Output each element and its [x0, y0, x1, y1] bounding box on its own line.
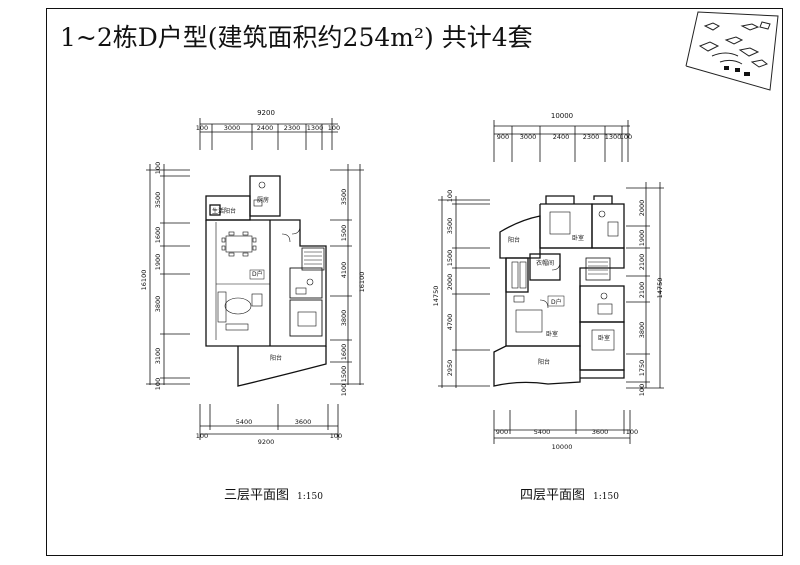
p4-right-dim: 100	[638, 384, 646, 396]
p4-top-total: 10000	[551, 112, 573, 120]
p3-top-dim: 100	[196, 124, 208, 132]
p3-top-dim: 1300	[307, 124, 324, 132]
caption-scale: 1:150	[297, 492, 323, 502]
p4-top-dim: 100	[620, 133, 632, 141]
p3-room-label: 阳台	[270, 354, 282, 362]
sheet-border	[46, 8, 783, 556]
p4-left-dim: 1500	[446, 250, 454, 267]
p4-left-dim: 2950	[446, 360, 454, 377]
p3-room-label: D户	[252, 270, 263, 278]
p4-left-dim: 100	[446, 190, 454, 202]
p4-bottom-dim: 5400	[534, 428, 551, 436]
p4-room-label: 阳台	[538, 358, 550, 366]
p3-bottom-dim: 5400	[236, 418, 253, 426]
third-floor-caption: 三层平面图 1:150	[224, 484, 323, 503]
caption-title: 三层平面图	[224, 488, 290, 503]
p3-top-dim: 100	[328, 124, 340, 132]
p3-right-total: 16100	[358, 272, 366, 293]
p4-right-dim: 2100	[638, 254, 646, 271]
p3-right-dim: 1500	[340, 225, 348, 242]
p4-right-dim: 2100	[638, 282, 646, 299]
p3-left-dim: 3800	[154, 296, 162, 313]
p3-right-dim: 1500	[340, 366, 348, 383]
p3-left-dim: 1600	[154, 227, 162, 244]
p4-bottom-dim: 900	[496, 428, 508, 436]
p3-right-dim: 1600	[340, 344, 348, 361]
p4-room-label: 阳台	[508, 236, 520, 244]
p4-left-total: 14750	[432, 286, 440, 307]
p4-right-dim: 3800	[638, 322, 646, 339]
p4-top-dim: 1300	[605, 133, 622, 141]
p3-left-dim: 3100	[154, 348, 162, 365]
p3-left-dim: 100	[154, 378, 162, 390]
p4-room-label: 卧室	[546, 330, 558, 338]
p4-bottom-dim: 3600	[592, 428, 609, 436]
p4-top-dim: 3000	[520, 133, 537, 141]
caption-scale: 1:150	[593, 492, 619, 502]
p4-top-dim: 900	[497, 133, 509, 141]
p4-room-label: D户	[551, 298, 562, 306]
p4-room-label: 卧室	[598, 334, 610, 342]
p3-bottom-dim: 100	[330, 432, 342, 440]
p4-bottom-total: 10000	[552, 443, 573, 451]
fourth-floor-caption: 四层平面图 1:150	[520, 484, 619, 503]
p4-left-dim: 2000	[446, 274, 454, 291]
p3-bottom-dim: 100	[196, 432, 208, 440]
p3-bottom-dim: 3600	[295, 418, 312, 426]
p4-room-label: 衣帽间	[536, 259, 554, 267]
p4-room-label: 卧室	[572, 234, 584, 242]
p3-right-dim: 3500	[340, 189, 348, 206]
p3-left-dim: 100	[154, 162, 162, 174]
p3-right-dim: 100	[340, 384, 348, 396]
p3-right-dim: 4100	[340, 262, 348, 279]
page-title: 1~2栋D户型(建筑面积约254m²) 共计4套	[60, 23, 533, 52]
p3-left-dim: 3500	[154, 192, 162, 209]
p4-left-dim: 4700	[446, 314, 454, 331]
p3-room-label: 生活阳台	[212, 207, 236, 215]
p3-top-dim: 3000	[224, 124, 241, 132]
p3-top-dim: 2400	[257, 124, 274, 132]
p4-right-dim: 2000	[638, 200, 646, 217]
p4-right-total: 14750	[656, 278, 664, 299]
p4-right-dim: 1900	[638, 230, 646, 247]
p4-top-dim: 2400	[553, 133, 570, 141]
p4-right-dim: 1750	[638, 360, 646, 377]
p4-bottom-dim: 100	[626, 428, 638, 436]
p3-bottom-total: 9200	[258, 438, 275, 446]
p3-right-dim: 3800	[340, 310, 348, 327]
caption-title: 四层平面图	[520, 488, 586, 503]
p3-top-dim: 2300	[284, 124, 301, 132]
p3-left-dim: 1900	[154, 254, 162, 271]
p3-room-label: 厨房	[257, 196, 269, 204]
p3-left-total: 16100	[140, 270, 148, 291]
p4-top-dim: 2300	[583, 133, 600, 141]
p3-top-total: 9200	[257, 109, 275, 117]
p4-left-dim: 3500	[446, 218, 454, 235]
